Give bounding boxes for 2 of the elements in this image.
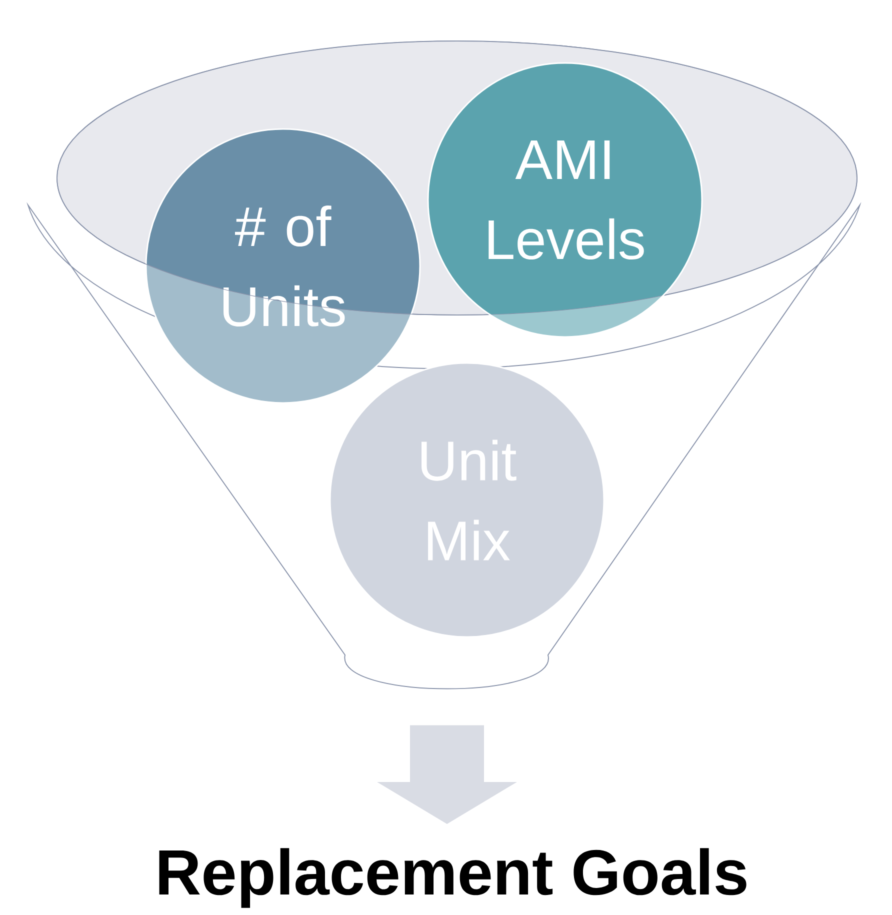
block-arrow: [377, 725, 517, 824]
result-text: Replacement Goals: [159, 848, 746, 908]
